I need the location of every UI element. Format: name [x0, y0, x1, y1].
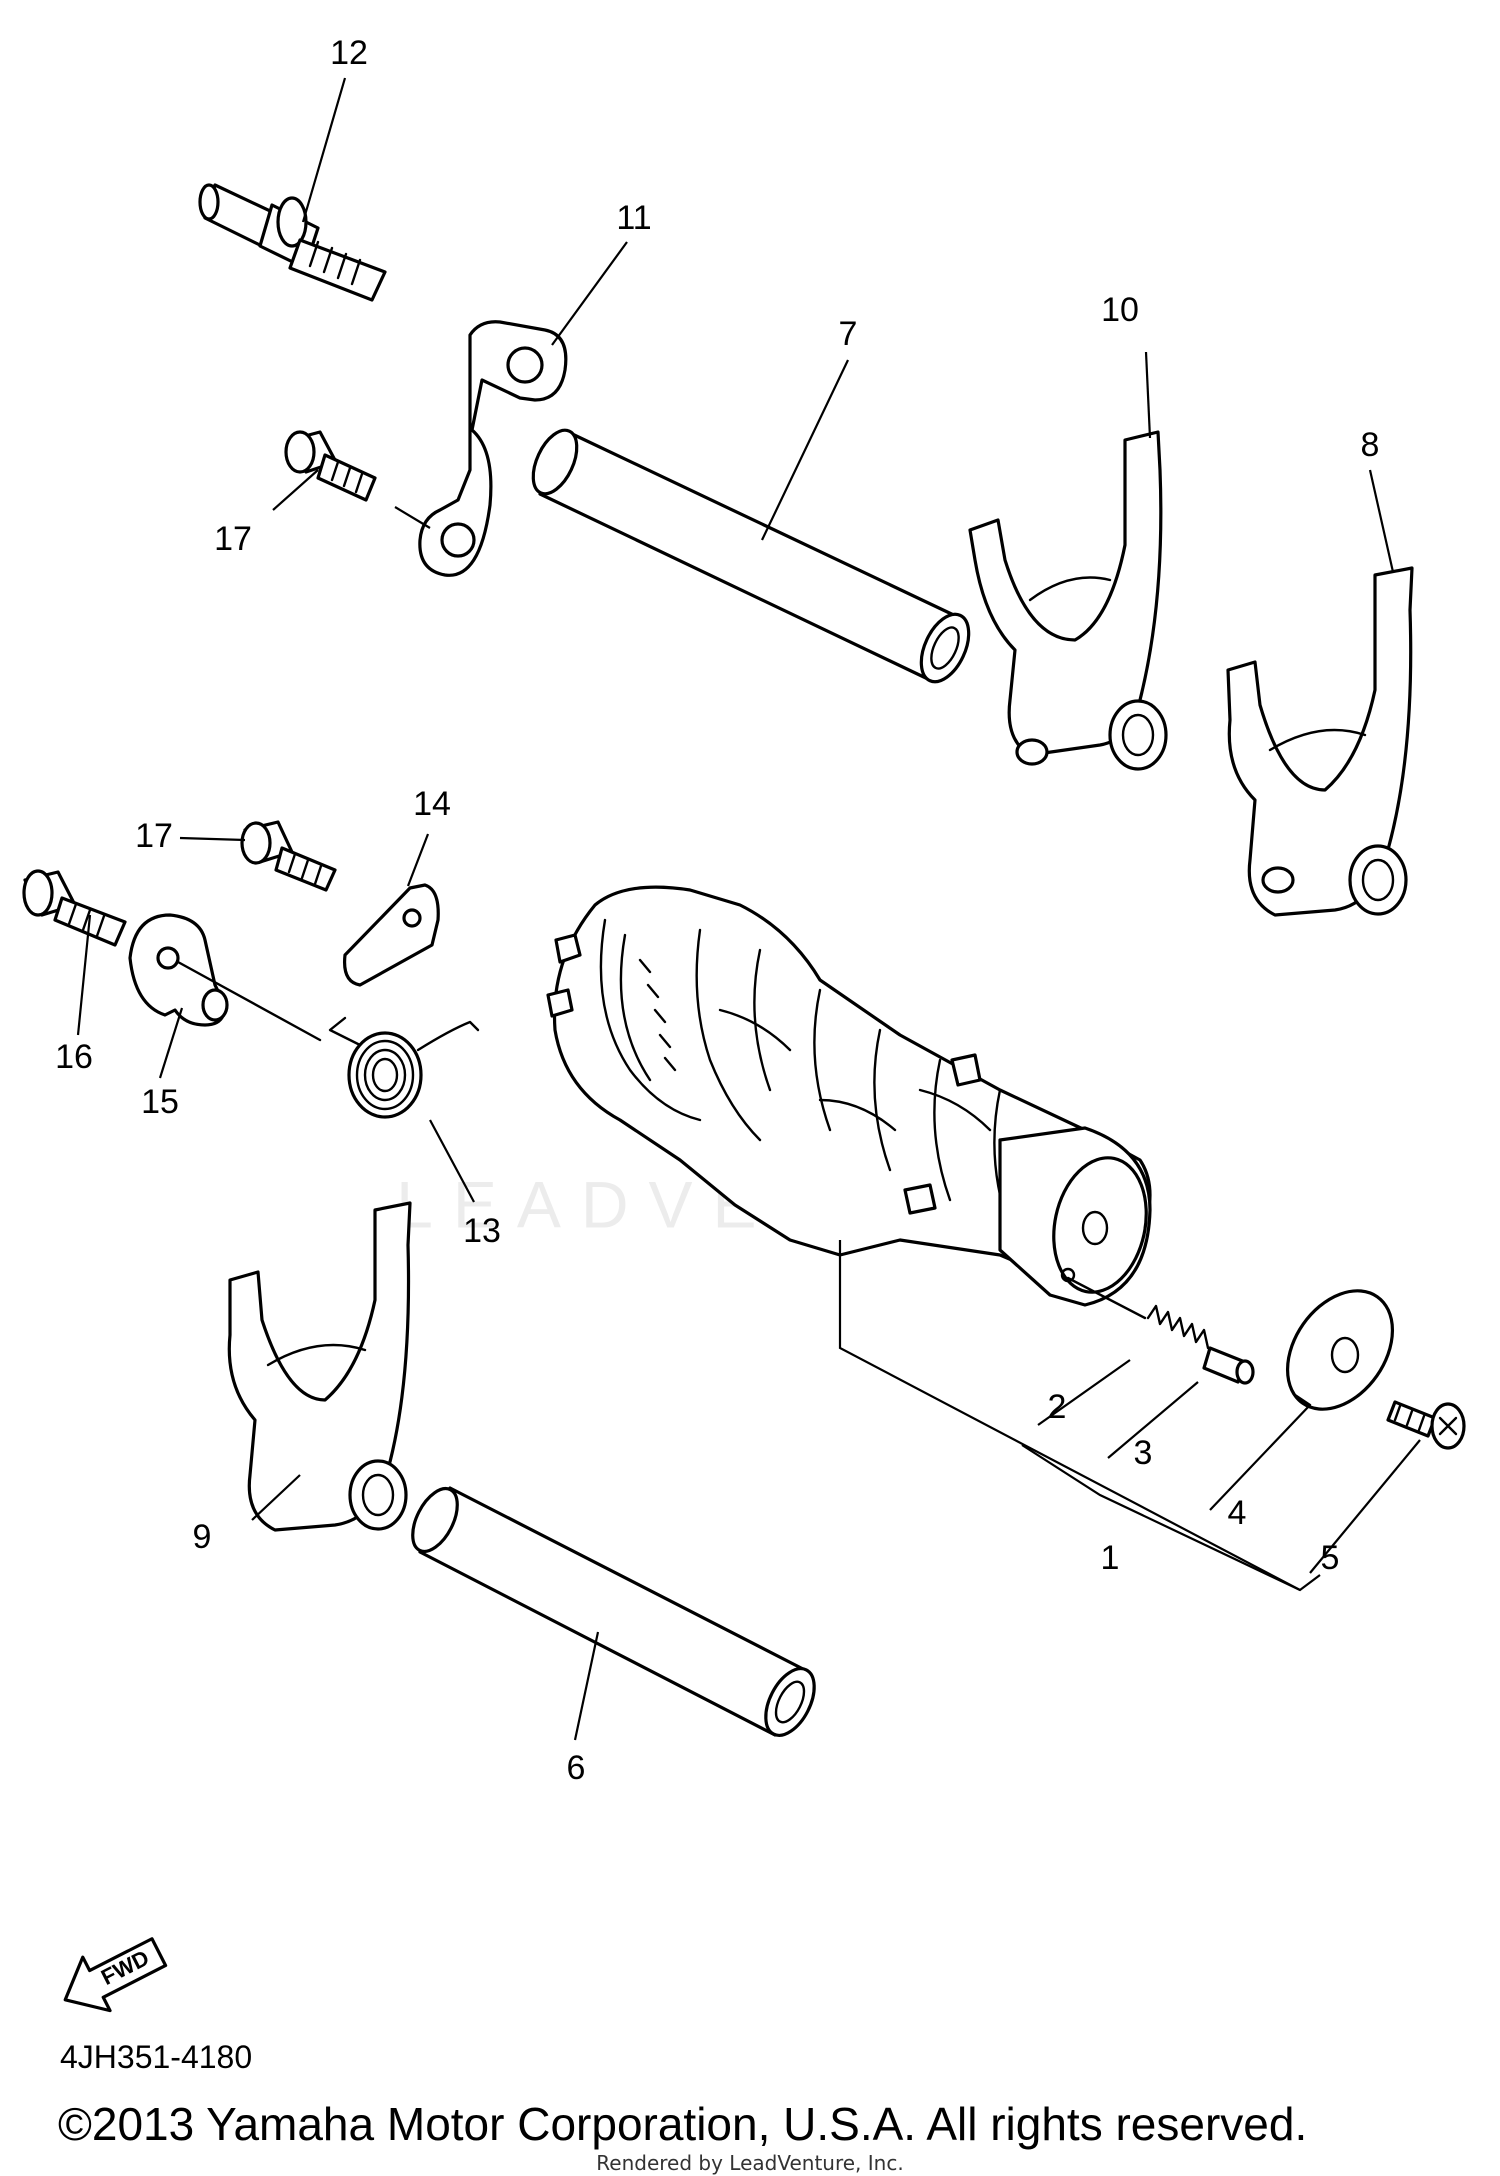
part-10-shift-fork	[968, 430, 1168, 771]
part-16-bolt	[22, 869, 127, 947]
part-12-stud-bolt	[198, 183, 387, 302]
part-2-spring	[1066, 1276, 1210, 1350]
callout-11: 11	[616, 199, 651, 237]
part-7-shaft	[531, 428, 971, 684]
callout-17-middle: 17	[135, 817, 173, 855]
rendered-by-text: Rendered by LeadVenture, Inc.	[596, 2151, 903, 2175]
callout-8: 8	[1361, 426, 1380, 464]
callout-1: 1	[1101, 1539, 1120, 1577]
callout-6: 6	[567, 1749, 586, 1787]
diagram-code: 4JH351-4180	[60, 2039, 252, 2075]
callout-15: 15	[141, 1083, 179, 1121]
callout-16: 16	[55, 1038, 93, 1076]
part-9-shift-fork	[227, 1201, 412, 1532]
part-15-shift-arm	[128, 913, 322, 1042]
callout-12: 12	[330, 34, 368, 72]
callout-7: 7	[839, 315, 858, 353]
part-17-bolt-middle	[240, 820, 337, 892]
part-6-shaft	[411, 1486, 816, 1737]
callout-14: 14	[413, 785, 451, 823]
part-1-shift-drum	[546, 885, 1152, 1307]
leader-lines	[76, 77, 1421, 1741]
callout-13: 13	[463, 1212, 501, 1250]
callout-5: 5	[1321, 1539, 1340, 1577]
part-17-bolt-top	[284, 430, 377, 502]
copyright-text: ©2013 Yamaha Motor Corporation, U.S.A. A…	[58, 2098, 1307, 2150]
callout-10: 10	[1101, 291, 1139, 329]
part-4-plate	[1285, 1289, 1395, 1411]
callout-labels: 1 2 3 4 5 6 7 8 9 10 11 12 13 14 15 16 1…	[55, 34, 1379, 1787]
part-3-pin	[1202, 1346, 1255, 1385]
callout-17-top: 17	[214, 520, 252, 558]
part-13-spring	[328, 1016, 480, 1119]
callout-4: 4	[1228, 1494, 1247, 1532]
fwd-arrow-icon: FWD	[63, 1937, 168, 2013]
part-8-shift-fork	[1226, 566, 1414, 917]
callout-3: 3	[1134, 1434, 1153, 1472]
callout-9: 9	[193, 1518, 212, 1556]
callout-2: 2	[1048, 1388, 1067, 1426]
part-11-plate	[418, 320, 568, 577]
part-14-stopper	[342, 883, 440, 987]
part-5-screw	[1386, 1400, 1466, 1450]
